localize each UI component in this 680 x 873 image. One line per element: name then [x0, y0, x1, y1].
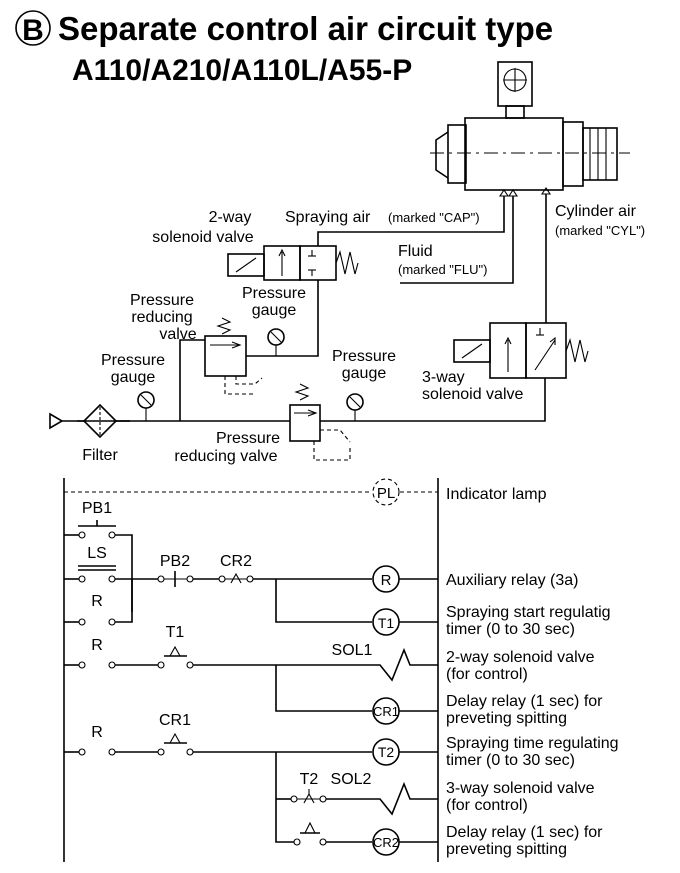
three-way-solenoid-valve [453, 322, 589, 379]
sol1-desc-2: (for control) [446, 666, 528, 683]
pneumatic-lines [77, 194, 547, 422]
sol2-desc-2: (for control) [446, 797, 528, 814]
r-contact-label-1: R [91, 593, 103, 610]
three-way-valve-label-2: solenoid valve [422, 386, 524, 403]
lower-pressure-reducing-valve [289, 383, 351, 461]
t2-contact-label: T2 [300, 771, 319, 788]
cr2-desc-1: Delay relay (1 sec) for [446, 824, 603, 841]
left-gauge-label-1: Pressure [101, 352, 165, 369]
ladder-rails [63, 478, 439, 862]
fluid-label: Fluid [398, 243, 433, 260]
lower-prv-label-1: Pressure [216, 430, 280, 447]
upper-prv-label-2: reducing [131, 309, 192, 326]
three-way-valve-label-1: 3-way [422, 369, 465, 386]
coil-r-label: R [381, 572, 392, 589]
filter-icon [49, 403, 130, 439]
title-line1: Separate control air circuit type [58, 10, 553, 47]
indicator-lamp-label: Indicator lamp [446, 486, 547, 503]
two-way-valve-label-2: solenoid valve [152, 229, 254, 246]
t1-desc-1: Spraying start regulatig [446, 604, 611, 621]
cylinder-air-mark: (marked "CYL") [555, 223, 645, 238]
cr1-desc-2: preveting spitting [446, 710, 567, 727]
two-way-solenoid-valve [227, 245, 359, 281]
sol2-coil-icon [370, 781, 438, 816]
upper-prv-label-3: valve [159, 326, 196, 343]
right-pressure-gauge-icon [346, 393, 364, 411]
right-gauge-label-1: Pressure [332, 348, 396, 365]
r-contact-label-2: R [91, 637, 103, 654]
pb2-label: PB2 [160, 553, 190, 570]
r-contact-label-3: R [91, 724, 103, 741]
sol2-label: SOL2 [331, 771, 372, 788]
left-gauge-label-2: gauge [111, 369, 156, 386]
t2-desc-2: timer (0 to 30 sec) [446, 752, 575, 769]
upper-pressure-reducing-valve [204, 317, 263, 395]
aux-relay-label: Auxiliary relay (3a) [446, 572, 578, 589]
title-line2: A110/A210/A110L/A55-P [72, 54, 412, 87]
spray-gun [430, 61, 630, 197]
indicator-lamp-icon [372, 478, 400, 506]
two-way-valve-label-1: 2-way [209, 209, 252, 226]
left-pressure-gauge-icon [137, 391, 155, 409]
fluid-mark: (marked "FLU") [398, 262, 487, 277]
upper-gauge-label-1: Pressure [242, 285, 306, 302]
upper-prv-label-1: Pressure [130, 292, 194, 309]
sol1-label: SOL1 [332, 642, 373, 659]
spraying-air-mark: (marked "CAP") [388, 210, 480, 225]
lower-prv-label-2: reducing valve [174, 448, 277, 465]
title-badge-circle [15, 10, 51, 46]
pl-label: PL [377, 485, 395, 502]
sol1-coil-icon [370, 647, 438, 682]
right-gauge-label-2: gauge [342, 365, 387, 382]
cylinder-air-label: Cylinder air [555, 203, 637, 220]
cr1-contact-label: CR1 [159, 712, 191, 729]
sol1-desc-1: 2-way solenoid valve [446, 649, 595, 666]
rung-auxiliary-relay [64, 520, 438, 636]
rung-t2 [64, 732, 438, 856]
filter-label: Filter [82, 447, 118, 464]
title-badge: B [22, 14, 44, 47]
coil-t2-label: T2 [378, 744, 395, 760]
spraying-air-label: Spraying air [285, 209, 371, 226]
cr2-desc-2: preveting spitting [446, 841, 567, 858]
upper-pressure-gauge-icon [267, 328, 285, 346]
coil-cr1-label: CR1 [373, 704, 399, 719]
t2-desc-1: Spraying time regulating [446, 735, 619, 752]
rung-sol1 [64, 645, 438, 725]
coil-cr2-label: CR2 [373, 835, 399, 850]
t1-contact-label: T1 [166, 624, 185, 641]
upper-gauge-label-2: gauge [252, 302, 297, 319]
cr2-contact-label: CR2 [220, 553, 252, 570]
sol2-desc-1: 3-way solenoid valve [446, 780, 595, 797]
ls-label: LS [87, 545, 107, 562]
t1-desc-2: timer (0 to 30 sec) [446, 621, 575, 638]
coil-t1-label: T1 [378, 615, 395, 631]
cr1-desc-1: Delay relay (1 sec) for [446, 693, 603, 710]
pb1-label: PB1 [82, 500, 112, 517]
